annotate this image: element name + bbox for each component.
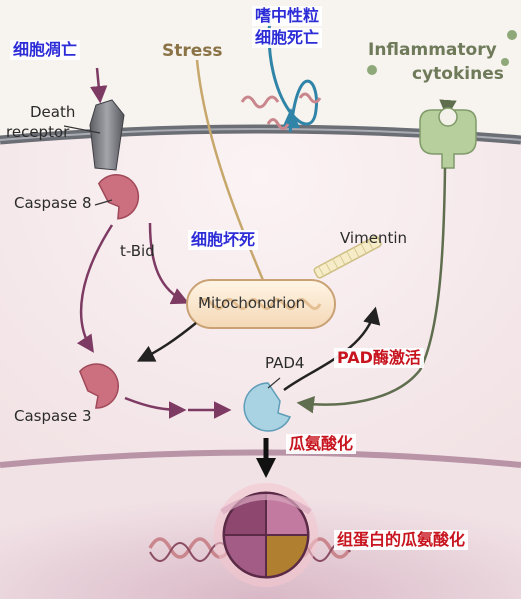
cytokine-dot (507, 30, 517, 40)
label-necrosis: 细胞坏死 (188, 230, 259, 251)
label-caspase8: Caspase 8 (14, 194, 92, 212)
caspase3-arrow-1 (124, 396, 187, 419)
label-apoptosis: 细胞凋亡 (10, 40, 81, 61)
caspase3-shape (79, 363, 120, 409)
label-stress: Stress (162, 41, 223, 61)
label-death-receptor-line1: Death (30, 103, 76, 121)
death-receptor (89, 99, 125, 171)
label-mitochondrion: Mitochondrion (198, 294, 306, 312)
mitochondrion-cristae (198, 297, 322, 311)
death-receptor-pointer (63, 125, 101, 134)
pad4-shape (243, 382, 292, 432)
cytokine-dot (367, 65, 377, 75)
tbid-arrow (148, 222, 190, 305)
histone-octant (222, 534, 267, 579)
label-netosis-line1: 嗜中性粒 (252, 6, 323, 27)
netosis-loop-arrow (267, 17, 319, 133)
vimentin-filament (313, 235, 382, 279)
label-inflammatory-line1: Inflammatory (368, 40, 497, 60)
released-dna-fragment (266, 118, 290, 130)
label-inflammatory-line2: cytokines (412, 64, 504, 84)
released-dna-fragment (298, 92, 322, 104)
label-vimentin: Vimentin (340, 229, 408, 247)
stress-line (195, 59, 267, 286)
label-pad4: PAD4 (265, 354, 305, 372)
label-tbid: t-Bid (120, 242, 155, 260)
nuclear-envelope (0, 449, 521, 468)
cytokine-bound (438, 107, 458, 127)
released-dna-fragment (240, 95, 280, 109)
cytokine-receptor (419, 109, 477, 169)
mitochondrion-to-caspase3-arrow (136, 322, 197, 362)
caspase8-shape (97, 174, 140, 220)
apoptosis-arrow (89, 67, 108, 104)
histone-octant-citrullinated (265, 534, 310, 579)
netosis-arrowhead (282, 108, 300, 128)
label-pad4-activation: PAD酶激活 (334, 348, 424, 369)
cytokine-dot (501, 58, 509, 66)
dna-wrap (220, 494, 312, 515)
label-citrullination: 瓜氨酸化 (286, 434, 357, 455)
caspase8-pointer (94, 199, 113, 206)
label-histone-citrullination: 组蛋白的瓜氨酸化 (334, 530, 469, 551)
pad4-pointer (267, 377, 281, 389)
caspase8-to-caspase3-arrow (76, 224, 114, 353)
label-caspase3: Caspase 3 (14, 407, 92, 425)
label-death-receptor-line2: receptor (6, 123, 70, 141)
label-netosis-line2: 细胞死亡 (252, 28, 323, 49)
